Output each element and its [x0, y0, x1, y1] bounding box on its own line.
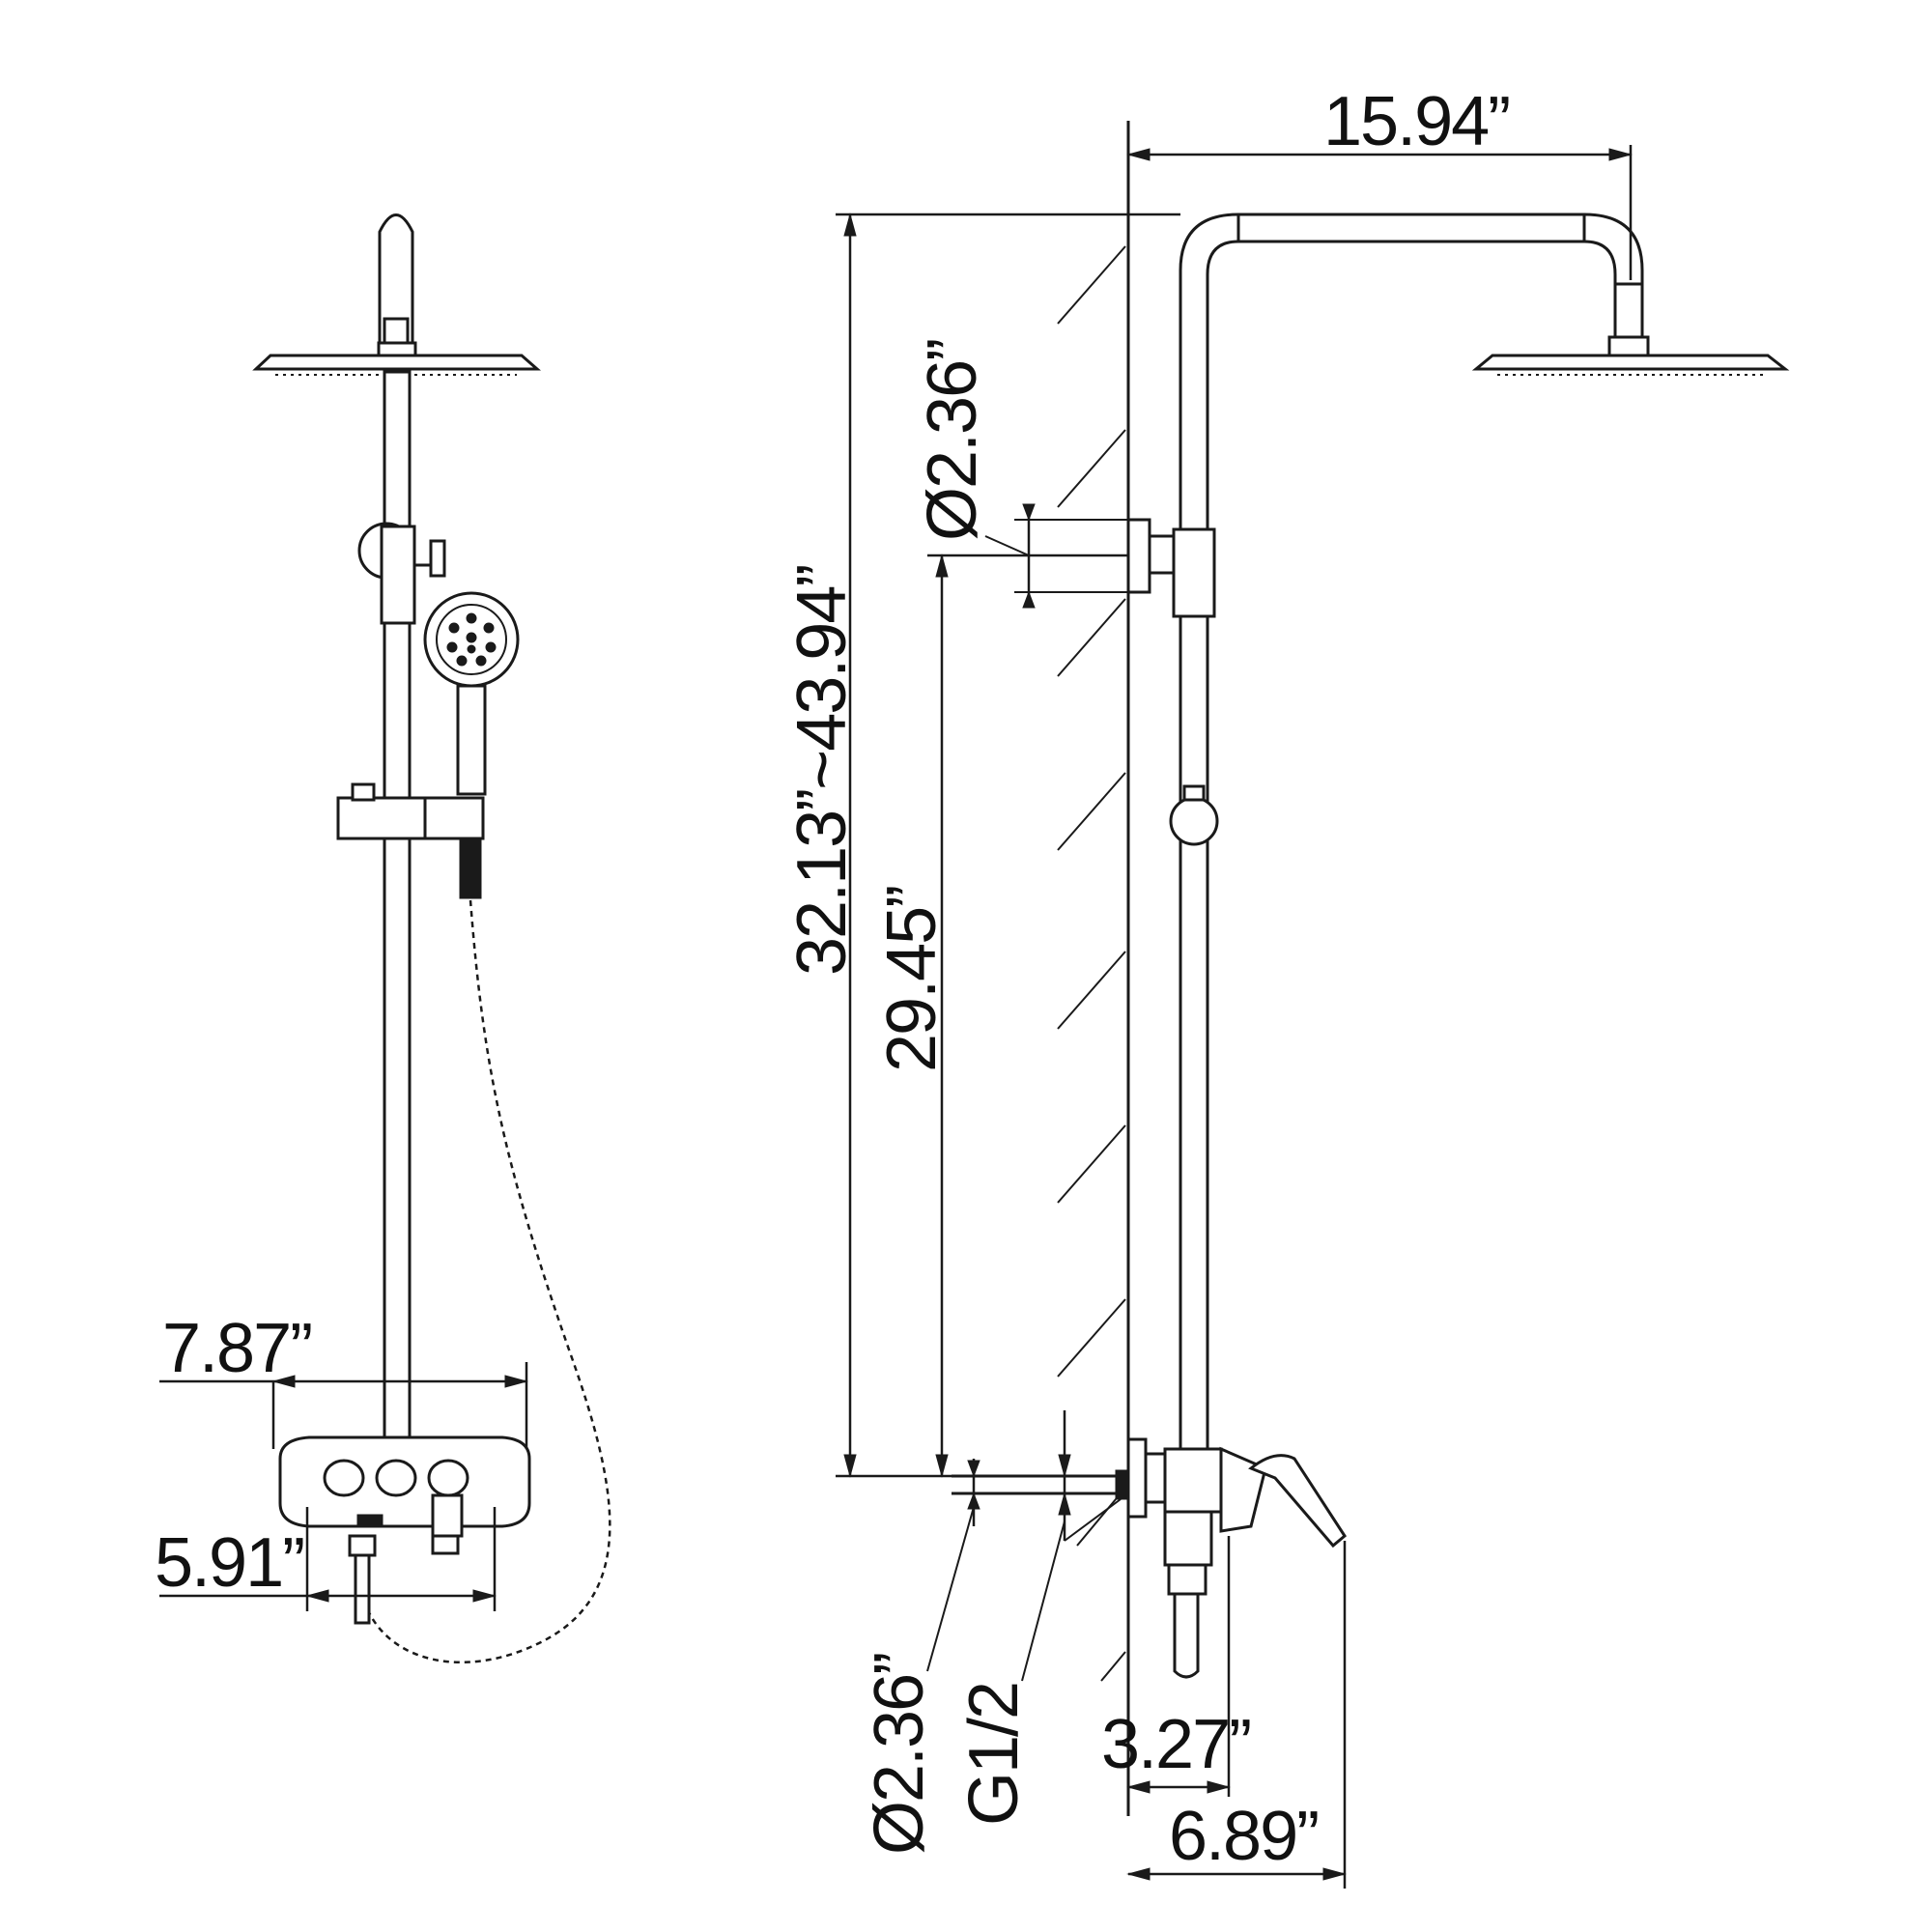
side-mixer-nut	[1144, 1452, 1167, 1504]
dim-bracket-to-inlet: 29.45”	[873, 554, 1128, 1478]
side-shower-arm	[1179, 213, 1644, 541]
dim-thread: G1/2	[955, 1410, 1122, 1826]
front-diverter-sleeve	[380, 525, 416, 625]
dim-inlet-spacing: 5.91”	[155, 1507, 497, 1611]
dim-upper-flange-label: Ø2.36”	[914, 340, 991, 541]
dim-overall-height-label: 32.13”~43.94”	[783, 566, 861, 976]
front-arm-joint	[383, 317, 410, 348]
front-mixer-lever	[431, 1493, 464, 1538]
front-hand-shower-handle	[456, 684, 487, 796]
side-mixer-flange	[1126, 1437, 1148, 1519]
dim-lower-flange-label: Ø2.36”	[861, 1654, 938, 1855]
side-rain-head	[1471, 354, 1790, 371]
side-riser-pipe	[1179, 614, 1209, 1459]
front-view	[252, 213, 611, 1663]
dim-thread-label: G1/2	[955, 1683, 1033, 1826]
front-inlet-left	[348, 1534, 377, 1557]
dim-bracket-to-inlet-label: 29.45”	[873, 887, 951, 1072]
front-mixer-dial-mid	[375, 1459, 417, 1497]
dim-wall-to-bar: 3.27”	[1101, 1536, 1252, 1797]
side-diverter-ball	[1169, 796, 1219, 846]
dim-overall-height: 32.13”~43.94”	[783, 213, 1180, 1478]
wall	[1057, 121, 1130, 1816]
side-upper-bracket-sleeve	[1172, 527, 1216, 618]
dim-lower-flange: Ø2.36”	[861, 1459, 980, 1855]
front-diverter-knob	[429, 539, 446, 578]
front-mixer-dial-left	[323, 1459, 365, 1497]
front-mixer-badge	[356, 1514, 384, 1527]
side-mixer-lower-nut	[1167, 1563, 1208, 1596]
dim-wall-to-spout-label: 6.89”	[1169, 1798, 1318, 1875]
dim-upper-flange: Ø2.36”	[914, 340, 1128, 609]
front-hand-shower-nozzles	[446, 612, 497, 667]
front-mixer-dial-right	[427, 1459, 469, 1497]
dim-mixer-width: 7.87”	[159, 1310, 528, 1449]
front-inlet-right	[431, 1534, 460, 1555]
side-mixer-body	[1163, 1447, 1223, 1514]
dim-top-width: 15.94”	[1126, 83, 1633, 280]
front-slider-holder	[336, 796, 485, 840]
side-mixer-outlet-pipe	[1173, 1592, 1200, 1679]
dim-top-width-label: 15.94”	[1323, 83, 1509, 160]
side-mixer-lower-body	[1163, 1510, 1213, 1567]
side-upper-bracket-nut	[1148, 534, 1176, 575]
dim-wall-to-spout: 6.89”	[1126, 1541, 1347, 1889]
front-rain-head	[252, 354, 541, 371]
side-mixer-lever	[1248, 1454, 1347, 1548]
side-view	[952, 213, 1790, 1679]
side-arm-joint	[1613, 282, 1644, 339]
dim-wall-to-bar-label: 3.27”	[1101, 1706, 1250, 1783]
side-upper-bracket-flange	[1126, 518, 1151, 594]
front-hose-nut	[459, 839, 482, 899]
front-arm-cap	[378, 213, 414, 350]
dim-inlet-spacing-label: 5.91”	[155, 1524, 303, 1602]
dim-mixer-width-label: 7.87”	[162, 1310, 311, 1387]
